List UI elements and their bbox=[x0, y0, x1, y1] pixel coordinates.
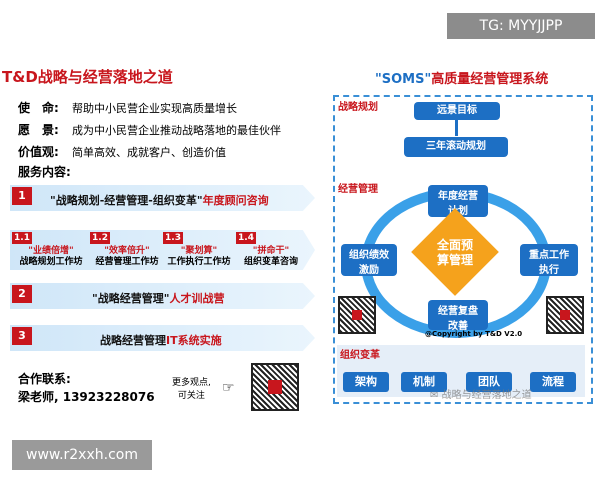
qr-code-right-2 bbox=[546, 296, 584, 334]
sub-num-1: 1.1 bbox=[12, 232, 32, 244]
sub-service-4: "拼命干" 组织变革咨询 bbox=[243, 246, 298, 267]
contact-value: 梁老师, 13923228076 bbox=[18, 390, 155, 404]
services-label: 服务内容: bbox=[18, 165, 71, 179]
mission-label: 使 命: bbox=[18, 101, 59, 115]
mission-text: 帮助中小民营企业实现高质量增长 bbox=[72, 102, 237, 115]
key-work-box: 重点工作执行 bbox=[520, 244, 578, 276]
service-text-2: "战略经营管理"人才训战营 bbox=[92, 292, 225, 305]
vision-label: 愿 景: bbox=[18, 123, 59, 137]
soms-frame bbox=[333, 95, 593, 404]
service-num-2: 2 bbox=[12, 285, 32, 303]
left-title: T&D战略与经营落地之道 bbox=[2, 68, 173, 86]
values-text: 简单高效、成就客户、创造价值 bbox=[72, 146, 226, 159]
service-num-1: 1 bbox=[12, 187, 32, 205]
vision-text: 成为中小民营企业推动战略落地的最佳伙伴 bbox=[72, 124, 281, 137]
service-text-3: 战略经营管理IT系统实施 bbox=[100, 334, 222, 347]
section-org-change: 组织变革 bbox=[340, 350, 380, 361]
wechat-icon: ✉ bbox=[430, 390, 439, 401]
watermark-top: TG: MYYJJPP bbox=[447, 13, 595, 39]
service-band-1 bbox=[10, 185, 315, 211]
budget-text: 全面预算管理 bbox=[436, 238, 473, 267]
section-strategy: 战略规划 bbox=[338, 102, 378, 113]
soms-title: "SOMS"高质量经营管理系统 bbox=[375, 72, 549, 87]
service-text-1: "战略规划-经营管理-组织变革"年度顾问咨询 bbox=[50, 194, 269, 207]
service-band-2 bbox=[10, 283, 315, 309]
sub-num-3: 1.3 bbox=[163, 232, 183, 244]
org-item-process: 流程 bbox=[530, 372, 576, 392]
service-num-3: 3 bbox=[12, 327, 32, 345]
sub-service-3: "聚划算" 工作执行工作坊 bbox=[167, 246, 231, 267]
service-band-3 bbox=[10, 325, 315, 351]
section-operation: 经营管理 bbox=[338, 184, 378, 195]
sub-services-band bbox=[10, 230, 315, 270]
pointing-hand-icon: ☞ bbox=[222, 380, 235, 396]
sub-service-2: "效率倍升" 经营管理工作坊 bbox=[95, 246, 159, 267]
org-item-mechanism: 机制 bbox=[401, 372, 447, 392]
sub-service-1: "业绩倍增" 战略规划工作坊 bbox=[19, 246, 83, 267]
org-item-structure: 架构 bbox=[343, 372, 389, 392]
copyright-text: @Copyright by T&D V2.0 bbox=[425, 330, 523, 338]
contact-label: 合作联系: bbox=[18, 372, 71, 386]
vision-goal-box: 远景目标 bbox=[414, 102, 500, 120]
wechat-watermark: ✉ 战略与经营落地之道 bbox=[430, 390, 532, 401]
org-perf-box: 组织绩效激励 bbox=[341, 244, 397, 276]
review-box: 经营复盘改善 bbox=[428, 300, 488, 332]
org-item-team: 团队 bbox=[466, 372, 512, 392]
sub-num-4: 1.4 bbox=[236, 232, 256, 244]
qr-code-left bbox=[251, 363, 299, 411]
values-label: 价值观: bbox=[18, 145, 59, 159]
more-note: 更多观点,可关注 bbox=[172, 378, 211, 401]
sub-num-2: 1.2 bbox=[90, 232, 110, 244]
arrow-strategy bbox=[455, 120, 458, 136]
rolling-plan-box: 三年滚动规划 bbox=[404, 137, 508, 157]
qr-code-right-1 bbox=[338, 296, 376, 334]
watermark-bottom: www.r2xxh.com bbox=[12, 440, 152, 470]
